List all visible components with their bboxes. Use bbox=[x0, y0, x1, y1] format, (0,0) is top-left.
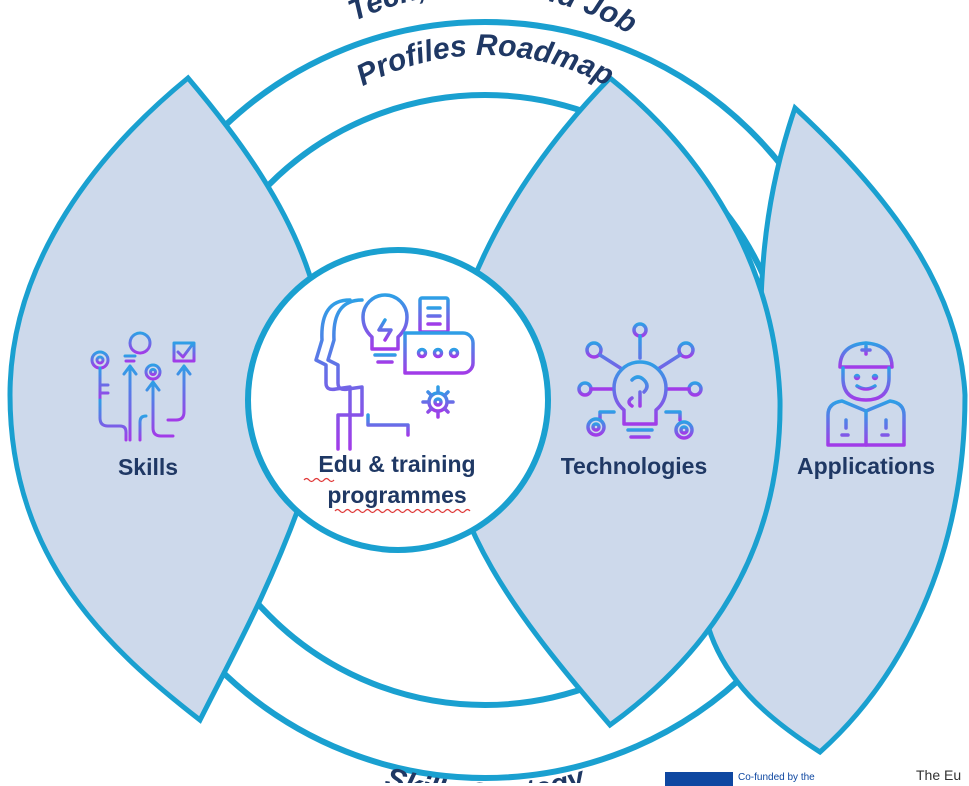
label-center-line2: programmes bbox=[327, 482, 466, 508]
label-applications: Applications bbox=[797, 453, 935, 479]
eu-flag-badge bbox=[665, 772, 733, 786]
label-center-line1: Edu & training bbox=[318, 451, 475, 477]
label-technologies: Technologies bbox=[561, 453, 708, 479]
brain-bulb-circuit-icon bbox=[577, 322, 703, 440]
cofunded-text: Co-funded by the bbox=[738, 772, 815, 783]
learning-ideas-icon bbox=[314, 293, 475, 451]
eu-text: The Eu bbox=[916, 767, 962, 783]
soldier-icon bbox=[826, 341, 906, 447]
spellcheck-underline bbox=[303, 477, 471, 514]
skills-growth-icon bbox=[88, 331, 200, 442]
label-skills: Skills bbox=[118, 454, 178, 480]
